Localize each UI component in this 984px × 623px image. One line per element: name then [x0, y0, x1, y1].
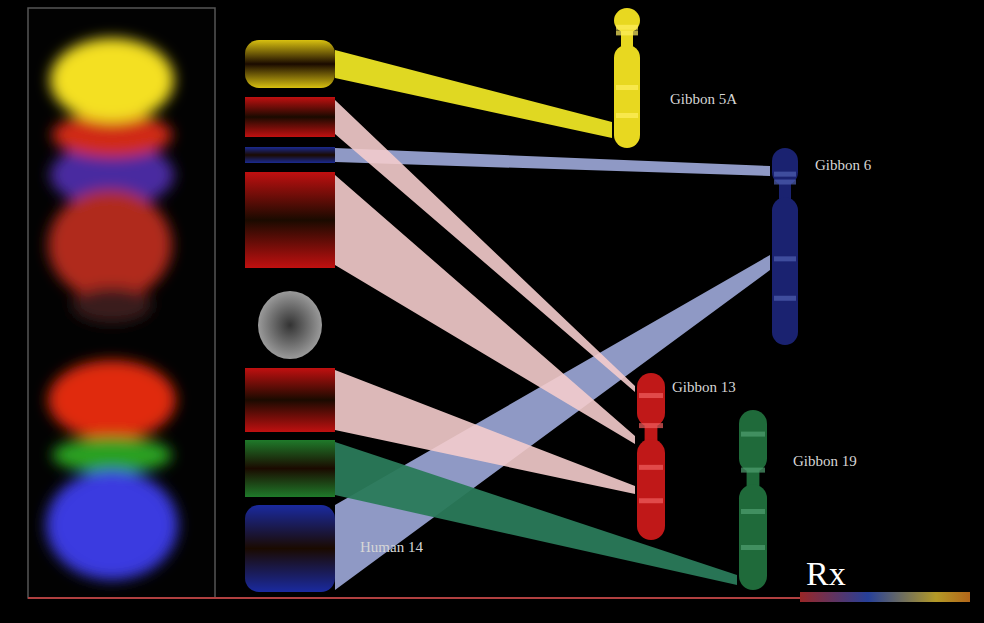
- gibbon-chromosome: Gibbon 6: [770, 148, 800, 345]
- gibbon-chromosome: Gibbon 5A: [612, 8, 642, 148]
- ideogram-shape: [245, 40, 335, 592]
- band-connector: [335, 50, 612, 138]
- band-connector: [335, 442, 737, 585]
- gibbon-chromosome: Gibbon 19: [737, 410, 769, 590]
- band-connector: [335, 100, 635, 494]
- human-ideogram: Human 14: [245, 40, 335, 592]
- chromosome-label: Gibbon 13: [672, 378, 736, 396]
- gibbon-chromosome: Gibbon 13: [635, 373, 667, 540]
- chromosome-shape: [612, 8, 642, 148]
- chromosome-label: Gibbon 6: [815, 156, 871, 174]
- chromosome-shape: [770, 148, 800, 345]
- chromosome-shape: [737, 410, 769, 590]
- chromosome-label: Gibbon 5A: [670, 90, 737, 108]
- logo-text: Rx: [806, 556, 846, 592]
- chromosome-shape: [635, 373, 667, 540]
- chromosome-label: Human 14: [360, 538, 423, 556]
- chromosome-label: Gibbon 19: [793, 452, 857, 470]
